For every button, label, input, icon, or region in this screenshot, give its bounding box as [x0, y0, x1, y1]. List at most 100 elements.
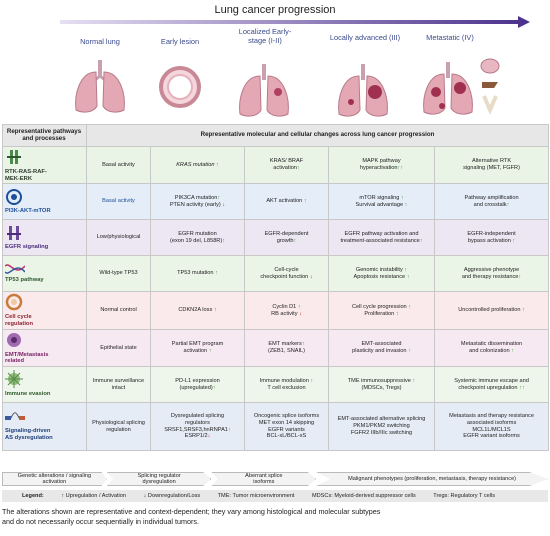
- up-arrow-icon: ↑: [222, 237, 226, 244]
- legend-item-up: ↑ Upregulation / Activation: [61, 493, 127, 499]
- pathway-label: Cell cycle regulation: [5, 314, 34, 327]
- stage-cell: TP53 mutation ↑: [150, 255, 245, 293]
- up-arrow-icon: ↑: [297, 303, 301, 310]
- stage-cell: Wild-type TP53: [86, 255, 151, 293]
- immune-icon: [5, 370, 25, 391]
- stage-label-metastatic: Metastatic (IV): [426, 33, 474, 42]
- progression-arrow: [60, 16, 530, 28]
- stage-cell: Basal activity: [86, 183, 151, 221]
- stage-cell: KRAS mutation ↑: [150, 145, 245, 185]
- flow-footer: Genetic alterations / signaling activati…: [2, 472, 548, 486]
- dna-icon: [4, 263, 26, 278]
- stage-cell: Cell cycle progression ↑Proliferation ↑: [328, 291, 435, 330]
- legend-title: Legend:: [22, 493, 44, 499]
- flow-step-splice-isoforms: Aberrant splice isoforms: [211, 472, 317, 486]
- stage-cell: Genomic instability ↑Apoptosis resistanc…: [328, 255, 435, 293]
- flow-step-malignant: Malignant phenotypes (proliferation, met…: [316, 472, 548, 486]
- up-arrow-icon: ↑: [419, 237, 423, 244]
- down-arrow-icon: ↓: [222, 201, 226, 208]
- legend-item-tme: TME: Tumor microenvironment: [217, 493, 295, 499]
- pathway-label-cell: PI3K-AKT-mTOR: [2, 183, 87, 221]
- up-arrow-icon: ↑: [213, 307, 217, 314]
- up-arrow-icon: ↑: [227, 426, 231, 433]
- advanced-tumor-lung-icon: [338, 64, 388, 117]
- stage-cell: CDKN2A loss ↑: [150, 291, 245, 330]
- up-arrow-icon: ↑: [208, 347, 212, 354]
- legend-item-mdsc: MDSCs: Myeloid-derived suppressor cells: [311, 493, 416, 499]
- receptor-icon: [5, 148, 25, 169]
- up-arrow-icon: ↑: [412, 377, 416, 384]
- pathway-label: RTK-RAS-RAF- MEK-ERK: [5, 168, 47, 182]
- stage-cell: AKT activation ↑: [244, 183, 329, 221]
- stage-label-normal: Normal lung: [80, 37, 120, 46]
- up-arrow-icon: ↑: [506, 201, 510, 208]
- footnote: The alterations shown are representative…: [2, 507, 381, 526]
- up-arrow-icon: ↑: [511, 347, 514, 354]
- stage-cell: PD-L1 expression(upregulated)↑: [150, 366, 245, 404]
- up-arrow-icon: ↑: [212, 384, 216, 391]
- down-arrow-icon: ↓: [207, 433, 211, 440]
- changes-column-header: Representative molecular and cellular ch…: [85, 124, 550, 147]
- legend-item-down: ↓ Downregulation/Loss: [143, 493, 201, 499]
- stage-cell: Cyclin D1 ↑RB activity ↓: [244, 291, 329, 330]
- stage-cell: EMT markers↑(ZEB1, SNAIL): [244, 328, 329, 368]
- pathway-label-cell: RTK-RAS-RAF- MEK-ERK: [2, 145, 87, 185]
- pathway-label: Immune evasion: [5, 391, 51, 398]
- stage-label-advanced: Locally advanced (III): [329, 33, 401, 42]
- up-arrow-icon: ↑: [404, 267, 408, 274]
- up-arrow-icon: ↑: [215, 270, 218, 277]
- pathway-column-header: Representative pathways and processes: [2, 124, 87, 147]
- stage-cell: mTOR signaling ↑Survival advantage ↑: [328, 183, 435, 221]
- pathway-label-cell: Signaling-driven AS dysregulation: [2, 402, 87, 452]
- pathway-label: EGFR signaling: [5, 244, 49, 251]
- up-arrow-icon: ↑: [521, 384, 525, 391]
- up-arrow-icon: ↑: [397, 165, 401, 172]
- flow-step-splicing-regulator: Splicing regulator dysregulation: [106, 472, 212, 486]
- legend-item-treg: Tregs: Regulatory T cells: [433, 493, 496, 499]
- pathway-label-cell: Immune evasion: [2, 366, 87, 404]
- up-arrow-icon: ↑: [395, 310, 399, 317]
- stage-cell: Normal control: [86, 291, 151, 330]
- up-arrow-icon: ↑: [217, 195, 221, 202]
- progression-table: Representative pathways and processes Re…: [2, 124, 550, 452]
- up-arrow-icon: ↑: [406, 273, 410, 280]
- up-arrow-icon: ↑: [512, 237, 516, 244]
- up-arrow-icon: ↑: [301, 341, 305, 348]
- stage-cell: Low/physiological: [86, 219, 151, 257]
- up-arrow-icon: ↑: [522, 307, 525, 314]
- kinase-icon: [5, 188, 25, 209]
- up-arrow-icon: ↑: [293, 237, 297, 244]
- up-arrow-icon: ↑: [216, 161, 219, 168]
- up-arrow-icon: ↑: [296, 165, 300, 172]
- flow-step-genetic: Genetic alterations / signaling activati…: [2, 472, 107, 486]
- normal-lung-icon: [75, 60, 125, 113]
- pathway-label: EMT/Metastasis related: [5, 351, 49, 365]
- stage-cell: TME immunosuppressive ↑(MDSCs, Tregs): [328, 366, 435, 404]
- progression-title: Lung cancer progression: [214, 4, 336, 16]
- up-arrow-icon: ↑: [408, 347, 411, 354]
- splicing-icon: [5, 411, 25, 428]
- stage-cell: Epithelial state: [86, 328, 151, 368]
